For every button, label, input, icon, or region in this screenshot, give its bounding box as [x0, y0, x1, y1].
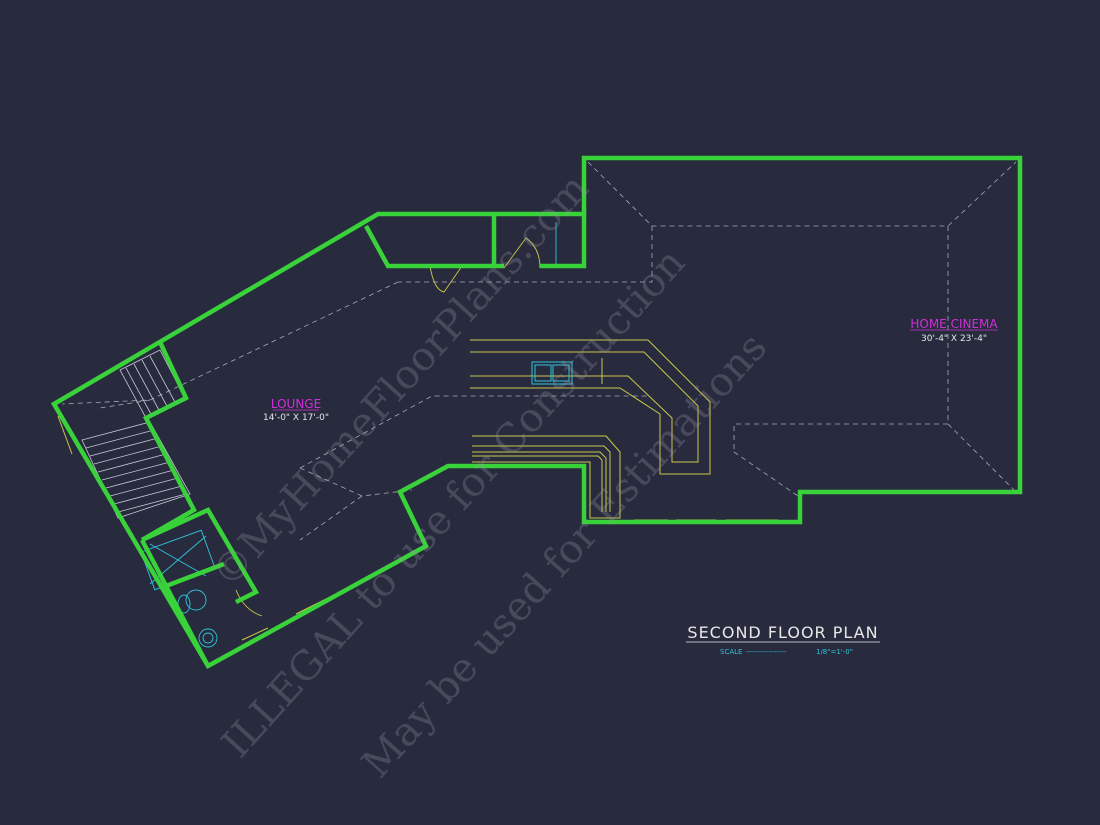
- scale-leader: ----------------: [746, 648, 787, 656]
- lounge-name: LOUNGE: [271, 397, 321, 411]
- plan-title-block: SECOND FLOOR PLAN SCALE ----------------…: [686, 623, 880, 656]
- room-label-lounge: LOUNGE 14'-0" X 17'-0": [263, 397, 329, 423]
- staircase: [81, 349, 191, 519]
- scale-value: 1/8"=1'-0": [816, 648, 853, 656]
- home-cinema-name: HOME CINEMA: [910, 317, 998, 331]
- scale-label: SCALE: [720, 648, 742, 656]
- doors: [235, 222, 557, 617]
- room-label-home-cinema: HOME CINEMA 30'-4" X 23'-4": [910, 317, 998, 344]
- roof-lines: [61, 161, 1017, 541]
- home-cinema-dimensions: 30'-4" X 23'-4": [921, 334, 987, 344]
- exterior-walls: [50, 155, 1023, 670]
- bathroom-fixtures: [140, 529, 218, 648]
- lounge-dimensions: 14'-0" X 17'-0": [263, 413, 329, 423]
- plan-title: SECOND FLOOR PLAN: [687, 623, 878, 642]
- kitchen-sink: [531, 361, 573, 385]
- watermark: ©MyHomeFloorPlans.com ILLEGAL to use for…: [203, 165, 776, 786]
- kitchen-counter: [470, 339, 711, 519]
